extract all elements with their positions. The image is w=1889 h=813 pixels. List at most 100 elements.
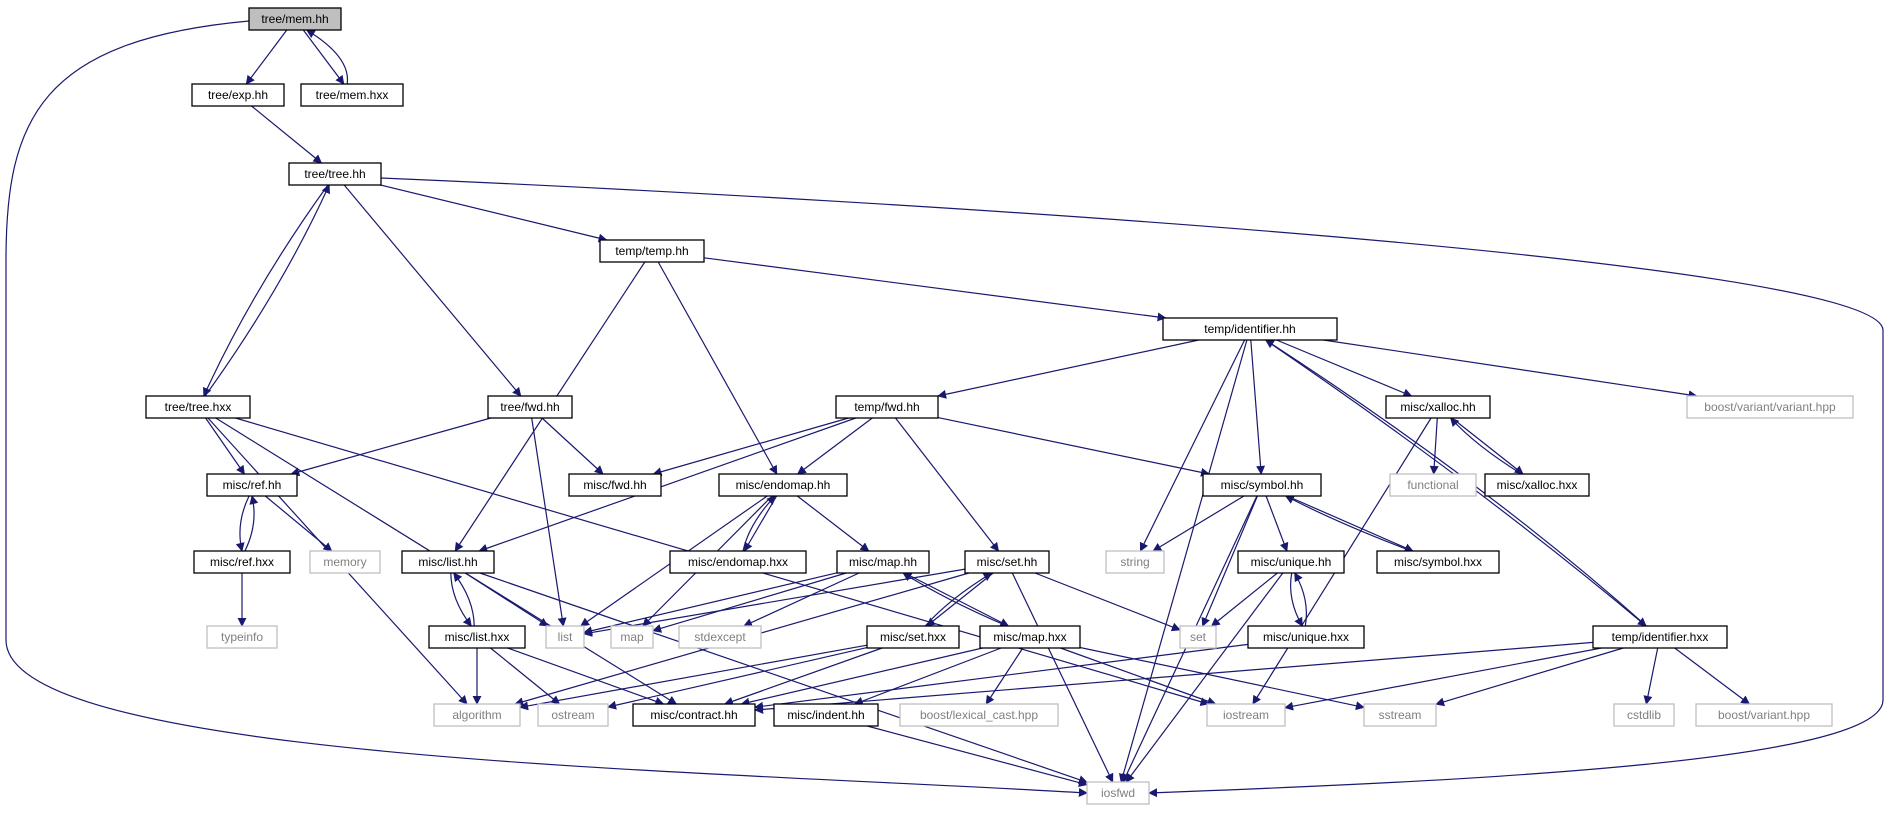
include-edge-symbol_hh-to-string [1152, 495, 1245, 552]
node-iosfwd: iosfwd [1086, 781, 1150, 805]
include-edge-tempfwd_hh-to-symbol_hh [937, 417, 1210, 477]
include-edge-list_hxx-to-contract_hh [507, 647, 665, 706]
node-tree-hxx[interactable]: tree/tree.hxx [145, 395, 251, 419]
node-box [545, 625, 585, 649]
node-sstream: sstream [1363, 703, 1437, 727]
node-box [836, 550, 930, 574]
node-box [206, 473, 298, 497]
node-box [428, 625, 526, 649]
node-map: map [610, 625, 654, 649]
node-symbol-hh[interactable]: misc/symbol.hh [1202, 473, 1322, 497]
dependency-edges [5, 20, 1884, 798]
node-tempfwd-hh[interactable]: temp/fwd.hh [835, 395, 939, 419]
node-box [1385, 395, 1491, 419]
node-indent-hh[interactable]: misc/indent.hh [773, 703, 879, 727]
node-map-hxx[interactable]: misc/map.hxx [979, 625, 1081, 649]
node-label: misc/map.hh [849, 555, 917, 569]
node-tfwd-hh[interactable]: tree/fwd.hh [487, 395, 573, 419]
node-set: set [1179, 625, 1217, 649]
node-label: tree/mem.hh [261, 12, 328, 26]
node-label: tree/tree.hxx [165, 400, 232, 414]
include-edge-unique_hxx-to-unique_hh [1294, 572, 1307, 627]
node-box [309, 550, 381, 574]
include-edge-unique_hh-to-unique_hxx [1290, 572, 1303, 627]
include-edge-ident_hh-to-string [1139, 339, 1246, 552]
include-edge-symbol_hh-to-set [1201, 495, 1258, 627]
node-box [1484, 473, 1590, 497]
include-edge-xalloc_hh-to-functional [1429, 417, 1439, 475]
include-edge-set_hxx-to-ostream [607, 647, 868, 710]
include-edge-endomap_hh-to-endomap_hxx [743, 495, 778, 552]
node-box [1592, 625, 1728, 649]
node-box [1247, 625, 1365, 649]
node-cstdlib: cstdlib [1613, 703, 1675, 727]
include-edge-tfwd_hh-to-ref_hh [290, 417, 491, 477]
node-mem-hxx[interactable]: tree/mem.hxx [300, 83, 404, 107]
node-box [632, 703, 756, 727]
node-label: misc/endomap.hh [736, 478, 831, 492]
node-box [433, 703, 521, 727]
node-unique-hxx[interactable]: misc/unique.hxx [1247, 625, 1365, 649]
node-ident-hxx[interactable]: temp/identifier.hxx [1592, 625, 1728, 649]
node-box [300, 83, 404, 107]
node-contract-hh[interactable]: misc/contract.hh [632, 703, 756, 727]
include-edge-tempfwd_hh-to-set_hh [895, 417, 1000, 552]
node-box [193, 550, 291, 574]
include-edge-xalloc_hxx-to-xalloc_hh [1449, 417, 1522, 475]
node-endomap-hxx[interactable]: misc/endomap.hxx [669, 550, 807, 574]
include-edge-list_hxx-to-list_hh [453, 572, 475, 627]
node-box [401, 550, 495, 574]
include-edge-symbol_hh-to-symbol_hxx [1286, 495, 1414, 552]
node-exp-hh[interactable]: tree/exp.hh [191, 83, 285, 107]
include-edge-list_hxx-to-ostream [490, 647, 561, 705]
node-box [1376, 550, 1500, 574]
node-miscfwd-hh[interactable]: misc/fwd.hh [568, 473, 662, 497]
include-edge-unique_hh-to-set [1210, 572, 1278, 627]
node-label: misc/list.hxx [445, 630, 510, 644]
node-box [191, 83, 285, 107]
include-edge-unique_hh-to-iosfwd [1125, 572, 1284, 783]
node-unique-hh[interactable]: misc/unique.hh [1237, 550, 1345, 574]
node-list-hxx[interactable]: misc/list.hxx [428, 625, 526, 649]
node-label: misc/ref.hh [223, 478, 282, 492]
include-edge-mem_hh-to-iosfwd [5, 20, 1088, 798]
node-label: temp/identifier.hxx [1612, 630, 1709, 644]
node-tree-hh[interactable]: tree/tree.hh [288, 162, 382, 186]
node-set-hh[interactable]: misc/set.hh [964, 550, 1050, 574]
node-ref-hh[interactable]: misc/ref.hh [206, 473, 298, 497]
include-edge-exp_hh-to-tree_hh [251, 105, 323, 164]
dependency-nodes: tree/mem.hh tree/exp.hh tree/mem.hxx tree/t… [145, 7, 1854, 805]
node-temp-hh[interactable]: temp/temp.hh [599, 239, 705, 263]
node-label: functional [1407, 478, 1458, 492]
node-box [1363, 703, 1437, 727]
node-label: misc/indent.hh [787, 708, 864, 722]
node-set-hxx[interactable]: misc/set.hxx [866, 625, 960, 649]
include-edge-map_hh-to-stdexcept [743, 572, 860, 627]
node-box [669, 550, 807, 574]
node-label: misc/xalloc.hxx [1497, 478, 1578, 492]
include-edge-symbol_hxx-to-symbol_hh [1284, 495, 1412, 552]
node-label: misc/map.hxx [993, 630, 1066, 644]
node-boost-variant-hpp: boost/variant.hpp [1695, 703, 1833, 727]
node-list-hh[interactable]: misc/list.hh [401, 550, 495, 574]
include-edge-set_hxx-to-algorithm [519, 644, 868, 711]
include-edge-mem_hh-to-mem_hxx [302, 29, 345, 85]
node-map-hh[interactable]: misc/map.hh [836, 550, 930, 574]
node-xalloc-hxx[interactable]: misc/xalloc.hxx [1484, 473, 1590, 497]
node-box [487, 395, 573, 419]
node-label: stdexcept [694, 630, 746, 644]
node-box [1162, 317, 1338, 341]
include-edge-list_hh-to-list_hxx [450, 572, 472, 627]
node-xalloc-hh[interactable]: misc/xalloc.hh [1385, 395, 1491, 419]
node-mem-hh[interactable]: tree/mem.hh [248, 7, 342, 31]
node-label: boost/variant.hpp [1718, 708, 1810, 722]
node-ref-hxx[interactable]: misc/ref.hxx [193, 550, 291, 574]
node-ident-hh[interactable]: temp/identifier.hh [1162, 317, 1338, 341]
node-box [1237, 550, 1345, 574]
node-box [678, 625, 762, 649]
node-endomap-hh[interactable]: misc/endomap.hh [718, 473, 848, 497]
node-label: tree/mem.hxx [316, 88, 389, 102]
include-edge-ref_hxx-to-ref_hh [244, 495, 259, 552]
node-symbol-hxx[interactable]: misc/symbol.hxx [1376, 550, 1500, 574]
node-label: temp/temp.hh [615, 244, 688, 258]
